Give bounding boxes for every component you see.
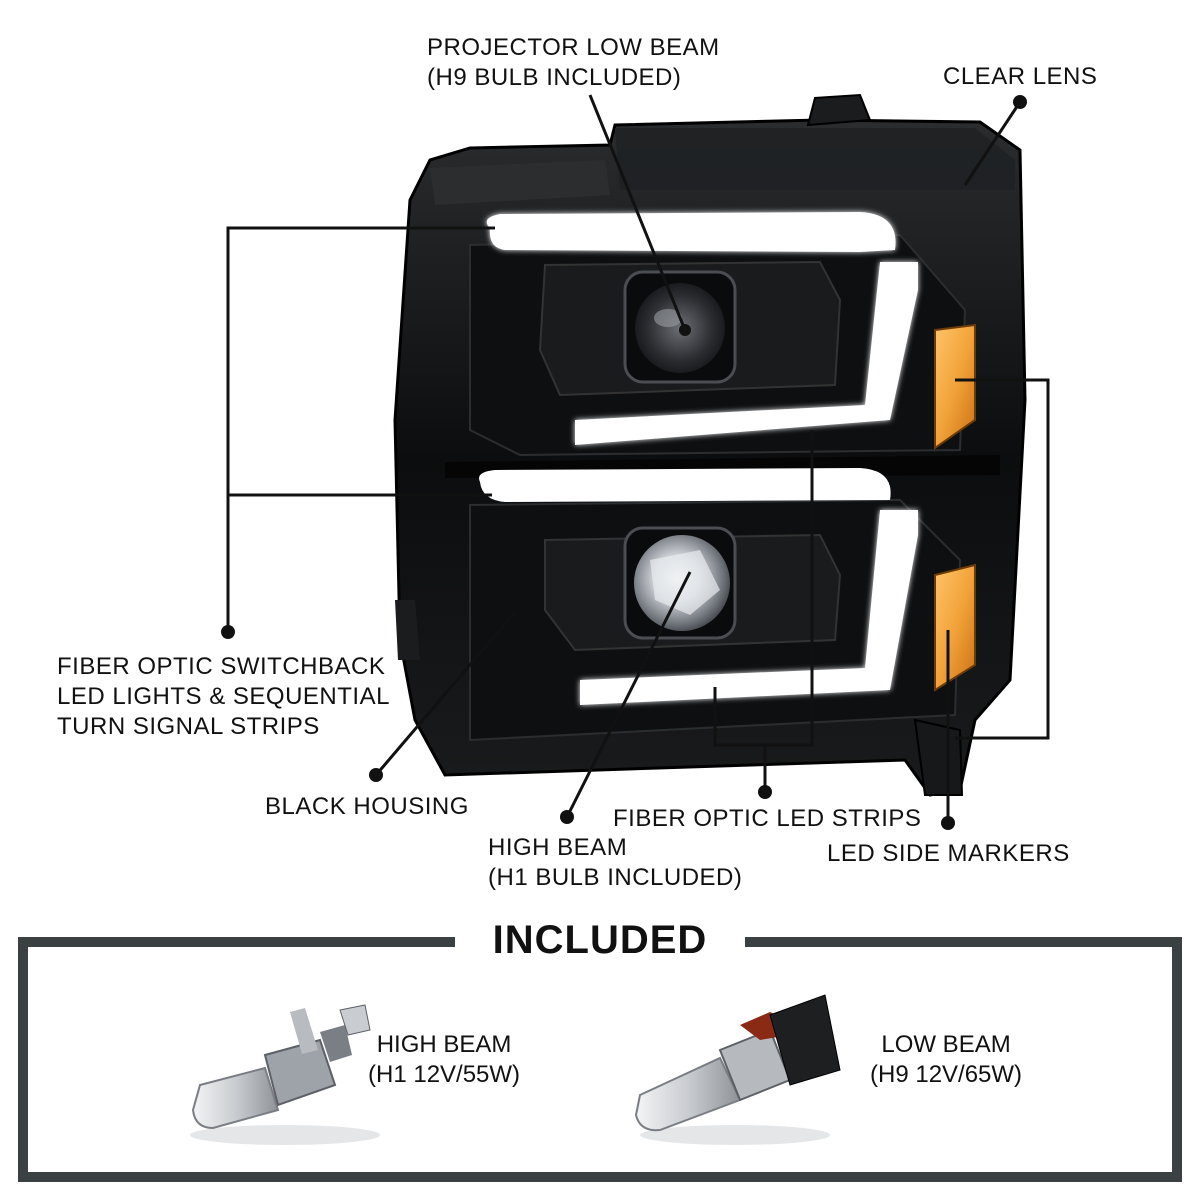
included-title: INCLUDED xyxy=(455,915,745,965)
h9-bulb-label: LOW BEAM (H9 12V/65W) xyxy=(870,1031,1023,1088)
projector-low-beam-label: PROJECTOR LOW BEAM (H9 BULB INCLUDED) xyxy=(427,34,720,91)
high-beam-label: HIGH BEAM (H1 BULB INCLUDED) xyxy=(488,834,743,891)
led-side-markers xyxy=(934,323,976,692)
fiber-optic-led-strips-label: FIBER OPTIC LED STRIPS xyxy=(613,805,922,832)
callout-dots xyxy=(221,95,1027,830)
h1-bulb-icon xyxy=(190,1004,380,1145)
callout-lines xyxy=(226,94,1050,823)
led-side-markers-label: LED SIDE MARKERS xyxy=(827,840,1070,867)
black-housing-label: BLACK HOUSING xyxy=(265,793,469,820)
fiber-optic-led-strips xyxy=(479,212,918,705)
high-beam-projector xyxy=(544,526,842,652)
h1-bulb-label: HIGH BEAM (H1 12V/55W) xyxy=(368,1031,521,1088)
clear-lens-label: CLEAR LENS xyxy=(943,63,1098,90)
fiber-optic-switchback-label: FIBER OPTIC SWITCHBACK LED LIGHTS & SEQU… xyxy=(57,653,390,740)
h9-bulb-icon xyxy=(634,994,841,1145)
